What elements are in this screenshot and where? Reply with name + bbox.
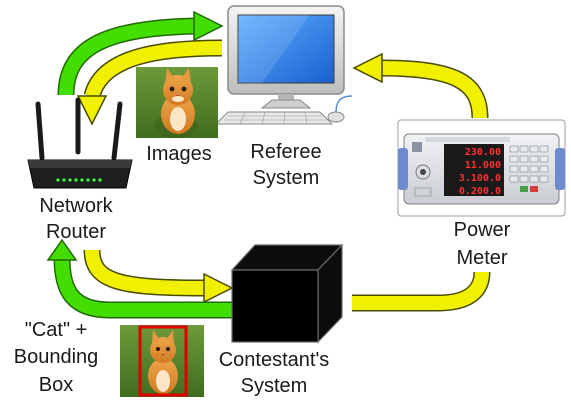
label-images: Images [146,143,212,165]
label-contestant-line2: System [240,375,308,397]
label-power-line1: Power [453,219,511,241]
arrow-referee-to-router-yellow [76,39,223,126]
power-meter-reading: 3.100.0 [459,173,501,184]
label-referee-line1: Referee [250,141,322,163]
label-cat-line1: "Cat" + [24,319,88,341]
kitten-bounding-box-photo [120,325,204,397]
arrow-contestant-to-router-green [46,238,232,319]
arrow-router-to-referee-green [57,10,224,96]
label-referee-line2: System [252,167,320,189]
power-meter-device-icon: 230.00 11.000 3.100.0 0.200.0 [397,119,566,217]
bounding-box [138,325,188,397]
desktop-computer-icon [214,5,353,125]
kitten-photo-icon [136,67,218,138]
label-cat-line2: Bounding [13,346,99,368]
label-power-line2: Meter [456,247,508,269]
label-cat-line3: Box [38,374,74,396]
label-contestant-line1: Contestant's [218,349,330,371]
power-meter-reading: 230.00 [465,147,501,158]
arrow-power-meter-to-referee [352,52,489,119]
arrow-router-to-contestant-yellow [83,249,234,304]
arrow-contestant-to-power-meter [352,271,491,312]
power-meter-reading: 11.000 [465,160,501,171]
label-router-line1: Network [39,195,113,217]
power-meter-reading: 0.200.0 [459,186,501,197]
label-router-line2: Router [45,221,107,243]
black-box-icon [230,243,344,344]
wireless-router-icon [27,97,133,189]
